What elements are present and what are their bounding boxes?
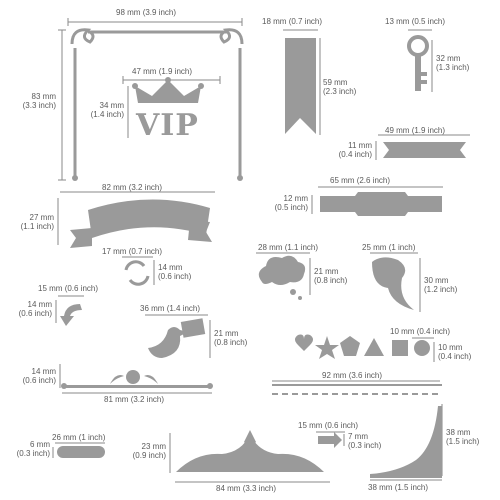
speech-shape — [372, 257, 414, 310]
dim-divider-w-label: 81 mm (3.2 inch) — [104, 395, 165, 404]
dim-banner-large-w-label: 82 mm (3.2 inch) — [102, 183, 163, 192]
dim-key-w-label: 13 mm (0.5 inch) — [385, 17, 446, 26]
recycle-shape — [124, 260, 150, 286]
dim-arrow-w-label: 15 mm (0.6 inch) — [38, 284, 99, 293]
shapes-row — [295, 334, 430, 359]
dim-pill-h-label: 6 mm(0.3 inch) — [16, 440, 50, 458]
dim-banner-small-h-label: 11 mm(0.4 inch) — [338, 141, 372, 159]
dim-recycle-h-label: 14 mm(0.6 inch) — [158, 263, 192, 281]
dim-ornament-h-label: 23 mm(0.9 inch) — [132, 442, 166, 460]
dim-cloud-w-label: 28 mm (1.1 inch) — [258, 243, 319, 252]
dim-bookmark-h-label: 59 mm(2.3 inch) — [323, 78, 357, 96]
vip-frame — [70, 28, 244, 178]
dim-shapes-h-label: 10 mm(0.4 inch) — [438, 343, 472, 361]
dim-speech-w-label: 25 mm (1 inch) — [362, 243, 416, 252]
bookmark-shape — [285, 38, 316, 134]
dim-ribbon-bar-h-label: 12 mm(0.5 inch) — [274, 194, 308, 212]
pill-shape — [57, 446, 105, 458]
dim-crown-h-label: 34 mm(1.4 inch) — [90, 101, 124, 119]
rule-solid — [272, 384, 442, 386]
dim-pill-w-label: 26 mm (1 inch) — [52, 433, 106, 442]
dim-arrow-h-label: 14 mm(0.6 inch) — [18, 300, 52, 318]
dim-small-arrow-w-label: 15 mm (0.6 inch) — [298, 421, 359, 430]
crown-shape — [135, 80, 201, 103]
dim-rule-w-label: 92 mm (3.6 inch) — [322, 371, 383, 380]
small-arrow-shape — [318, 432, 342, 448]
corner-shape — [370, 406, 442, 478]
arrow-shape — [60, 304, 82, 326]
dim-banner-large-h-label: 27 mm(1.1 inch) — [20, 213, 54, 231]
vip-text: VIP — [136, 108, 199, 143]
dim-cloud-h-label: 21 mm(0.8 inch) — [314, 267, 348, 285]
dim-banner-small-w-label: 49 mm (1.9 inch) — [385, 126, 446, 135]
bird-shape — [148, 327, 188, 358]
dim-bird-w-label: 36 mm (1.4 inch) — [140, 304, 201, 313]
dim-ribbon-bar-w-label: 65 mm (2.6 inch) — [330, 176, 391, 185]
divider-shape — [61, 370, 213, 389]
ornament-shape — [176, 434, 324, 472]
ribbon-bar-shape — [320, 192, 442, 216]
dim-frame-w-label: 98 mm (3.9 inch) — [116, 8, 177, 17]
banner-small-shape — [383, 142, 466, 158]
cloud-shape — [258, 255, 306, 285]
key-shape — [407, 35, 429, 91]
dim-ornament-w-label: 84 mm (3.3 inch) — [216, 484, 277, 493]
dim-key-h-label: 32 mm(1.3 inch) — [436, 54, 470, 72]
dim-bird-h-label: 21 mm(0.8 inch) — [214, 329, 248, 347]
dim-bookmark-w-label: 18 mm (0.7 inch) — [262, 17, 323, 26]
dim-recycle-w-label: 17 mm (0.7 inch) — [102, 247, 163, 256]
dim-crown-w-label: 47 mm (1.9 inch) — [132, 67, 193, 76]
dim-corner-w-label: 38 mm (1.5 inch) — [368, 483, 429, 492]
dim-corner-h-label: 38 mm(1.5 inch) — [446, 428, 480, 446]
dim-frame-h-label: 83 mm(3.3 inch) — [22, 92, 56, 110]
dim-small-arrow-h-label: 7 mm(0.3 inch) — [348, 432, 382, 450]
banner-large-shape — [88, 199, 210, 238]
dim-speech-h-label: 30 mm(1.2 inch) — [424, 276, 458, 294]
dim-divider-h-label: 14 mm(0.6 inch) — [22, 367, 56, 385]
dim-shapes-w-label: 10 mm (0.4 inch) — [390, 327, 451, 336]
